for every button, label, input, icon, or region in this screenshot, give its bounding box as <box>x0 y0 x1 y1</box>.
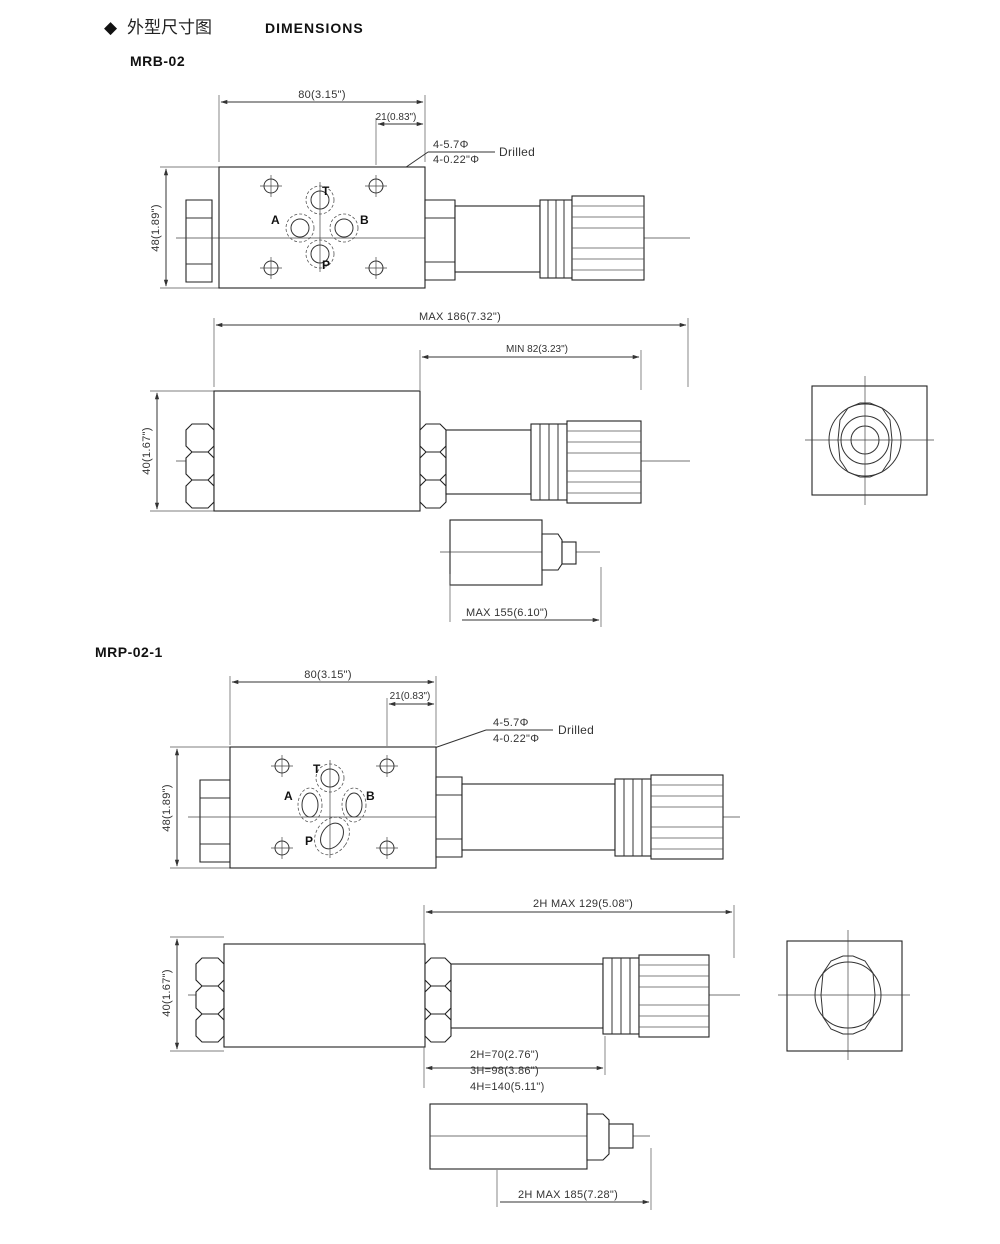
mrb-body-height-label: 40(1.67") <box>141 427 153 475</box>
mrb-hole-offset-label: 21(0.83") <box>376 112 417 123</box>
mrp-body-height-label: 40(1.67") <box>161 969 173 1017</box>
mrb-port-p: P <box>322 258 330 272</box>
mrp-port-a: A <box>284 789 293 803</box>
mrp-port-b: B <box>366 789 375 803</box>
mrb-max-short-label: MAX 155(6.10") <box>466 607 548 619</box>
mrp-section: MRP-02-1 80(3.15") 21(0.83") 4-5.7Φ 4-0.… <box>95 644 910 1210</box>
mrb-height-label: 48(1.89") <box>150 204 162 252</box>
mrp-side-view: 2H MAX 129(5.08") 40(1.67") <box>161 898 740 1093</box>
mrb-holes-metric: 4-5.7Φ <box>433 139 469 151</box>
mrp-short-variant: 2H MAX 185(7.28") <box>429 1103 652 1210</box>
mrp-max-length-label: 2H MAX 129(5.08") <box>533 898 633 910</box>
mrb-max-length-label: MAX 186(7.32") <box>419 311 501 323</box>
mrb-section: MRB-02 80(3.15") 21(0.83") 4-5.7Φ 4-0.22… <box>130 53 934 627</box>
mrb-short-variant: MAX 155(6.10") <box>440 519 602 627</box>
mrb-min-length-label: MIN 82(3.23") <box>506 344 568 355</box>
mrb-holes-inch: 4-0.22"Φ <box>433 154 479 166</box>
page-header: ◆ 外型尺寸图 DIMENSIONS <box>104 18 364 38</box>
mrp-height-label: 48(1.89") <box>161 784 173 832</box>
mrp-top-view: 80(3.15") 21(0.83") 4-5.7Φ 4-0.22"Φ Dril… <box>161 669 740 869</box>
mrp-hole-offset-label: 21(0.83") <box>390 691 431 702</box>
mrp-stack-2h-label: 2H=70(2.76") <box>470 1049 539 1061</box>
diamond-bullet-icon: ◆ <box>104 18 118 37</box>
mrb-end-view <box>805 376 934 505</box>
mrp-drilled-label: Drilled <box>558 723 594 737</box>
mrp-stack-3h-label: 3H=98(3.86") <box>470 1065 539 1077</box>
mrp-model-label: MRP-02-1 <box>95 644 163 660</box>
mrp-stack-4h-label: 4H=140(5.11") <box>470 1081 545 1093</box>
mrb-side-view: MAX 186(7.32") MIN 82(3.23") 40(1.67") <box>141 311 690 512</box>
mrp-width-label: 80(3.15") <box>304 669 352 681</box>
mrb-top-view: 80(3.15") 21(0.83") 4-5.7Φ 4-0.22"Φ Dril… <box>150 89 690 289</box>
mrp-max-short-label: 2H MAX 185(7.28") <box>518 1189 618 1201</box>
mrb-width-label: 80(3.15") <box>298 89 346 101</box>
mrb-port-b: B <box>360 213 369 227</box>
mrb-model-label: MRB-02 <box>130 53 185 69</box>
mrp-holes-metric: 4-5.7Φ <box>493 717 529 729</box>
mrb-port-a: A <box>271 213 280 227</box>
mrp-holes-inch: 4-0.22"Φ <box>493 733 539 745</box>
title-english: DIMENSIONS <box>265 20 364 36</box>
title-chinese: 外型尺寸图 <box>127 18 212 38</box>
mrb-drilled-label: Drilled <box>499 145 535 159</box>
mrp-port-t: T <box>313 762 321 776</box>
mrb-port-t: T <box>322 184 330 198</box>
mrp-end-view <box>778 930 910 1060</box>
mrp-port-p: P <box>305 834 313 848</box>
